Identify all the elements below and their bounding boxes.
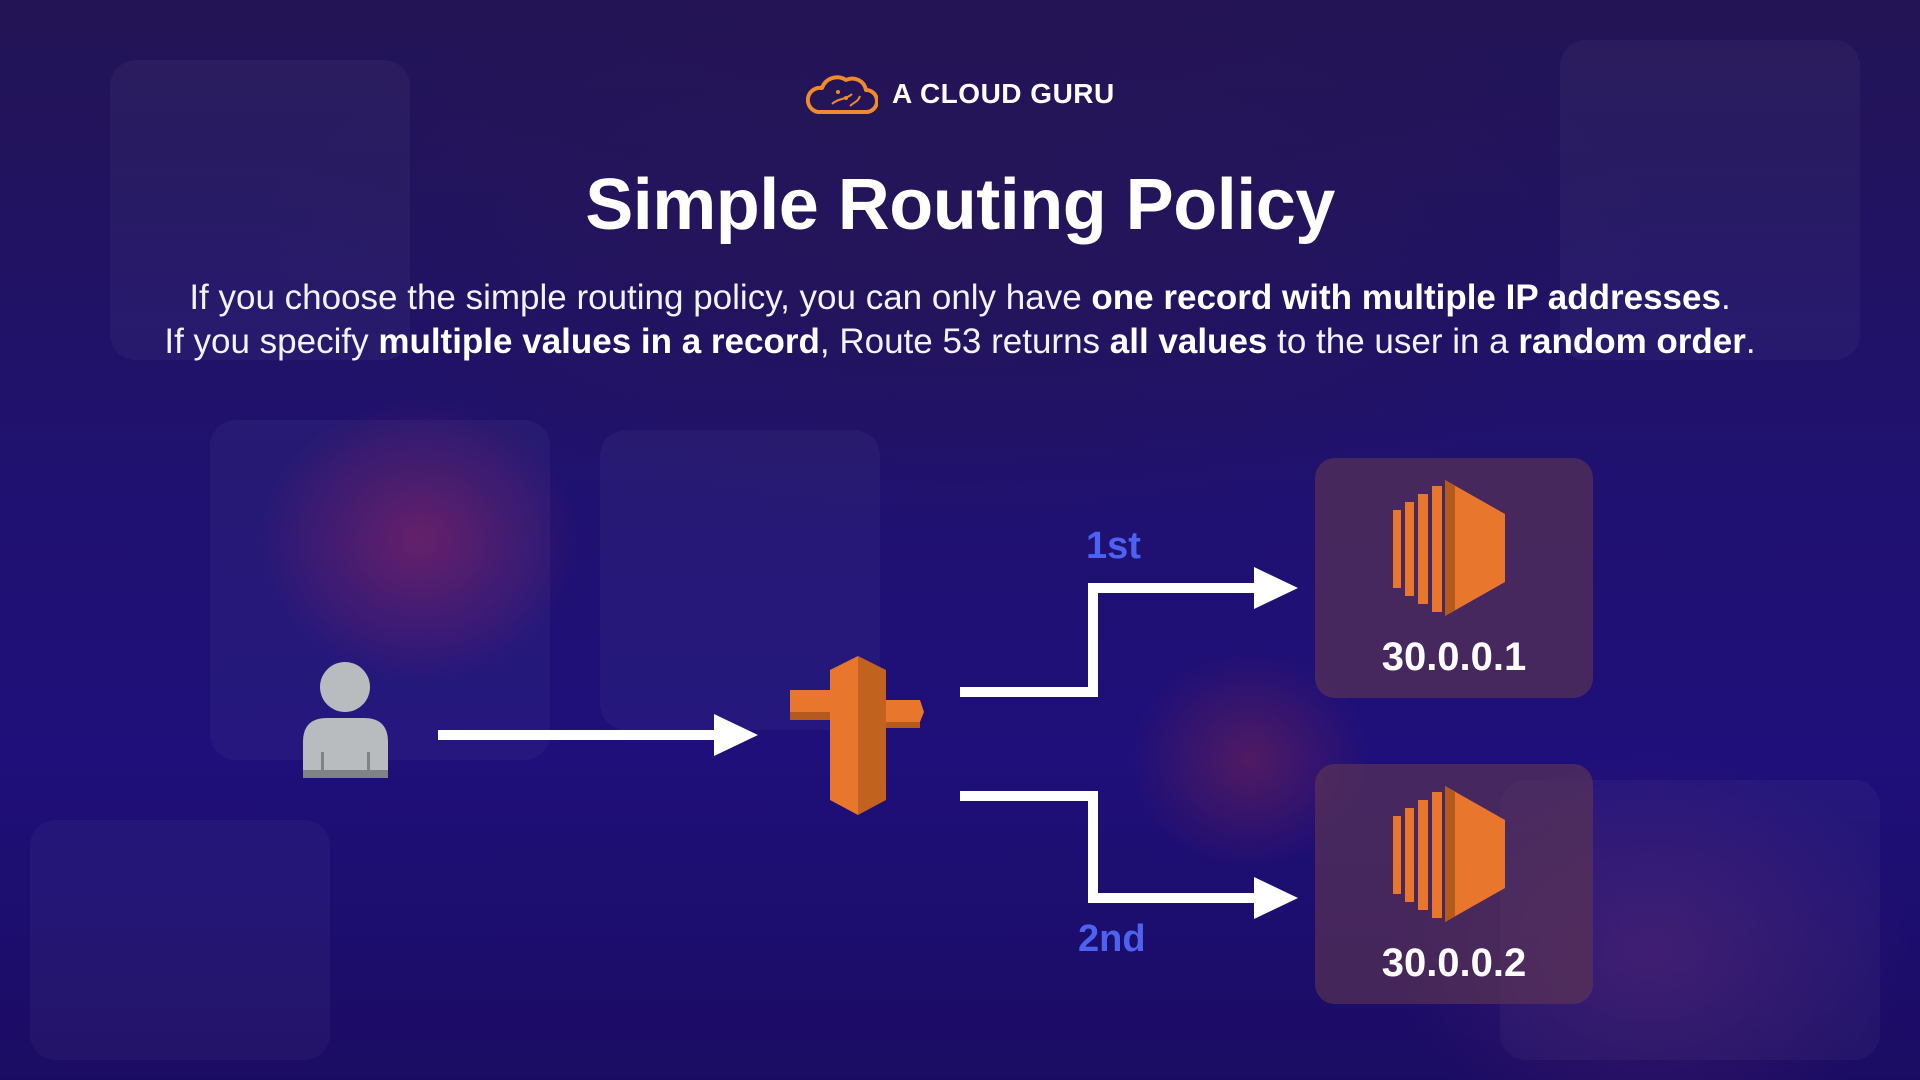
- description-line2-run: .: [1745, 322, 1756, 361]
- user-icon: [303, 662, 388, 778]
- arrow-dns-to-server-2: [960, 791, 1298, 919]
- server-ip-2: 30.0.0.2: [1381, 941, 1527, 985]
- server-card-1: 30.0.0.1: [1315, 458, 1593, 698]
- description-line2-run: random order: [1518, 322, 1746, 361]
- server-card-2: 30.0.0.2: [1315, 764, 1593, 1004]
- server-ip-1: 30.0.0.1: [1381, 635, 1527, 679]
- description-line1-run: .: [1720, 278, 1731, 317]
- slide-description: If you choose the simple routing policy,…: [0, 276, 1920, 364]
- description-line2-run: all values: [1109, 322, 1268, 361]
- ec2-instance-icon: [1385, 784, 1515, 929]
- description-line-2: If you specify multiple values in a reco…: [0, 320, 1920, 364]
- description-line2-run: multiple values in a record: [378, 322, 820, 361]
- route-order-label-1: 1st: [1086, 525, 1141, 567]
- description-line2-run: , Route 53 returns: [819, 322, 1110, 361]
- description-line2-run: to the user in a: [1267, 322, 1519, 361]
- arrow-user-to-dns: [438, 714, 758, 756]
- slide-title: Simple Routing Policy: [585, 165, 1335, 245]
- brand-logo: A CLOUD GURU: [806, 72, 1115, 116]
- brand-name: A CLOUD GURU: [892, 78, 1115, 109]
- arrow-dns-to-server-1: [960, 567, 1298, 697]
- ec2-instance-icon: [1385, 478, 1515, 623]
- description-line2-run: If you specify: [164, 322, 379, 361]
- description-line-1: If you choose the simple routing policy,…: [0, 276, 1920, 320]
- cloud-logo-icon: [806, 72, 878, 116]
- route53-signpost-icon: [790, 656, 924, 815]
- description-line1-run: If you choose the simple routing policy,…: [189, 278, 1092, 317]
- route-order-label-2: 2nd: [1078, 918, 1146, 960]
- description-line1-run: one record with multiple IP addresses: [1091, 278, 1721, 317]
